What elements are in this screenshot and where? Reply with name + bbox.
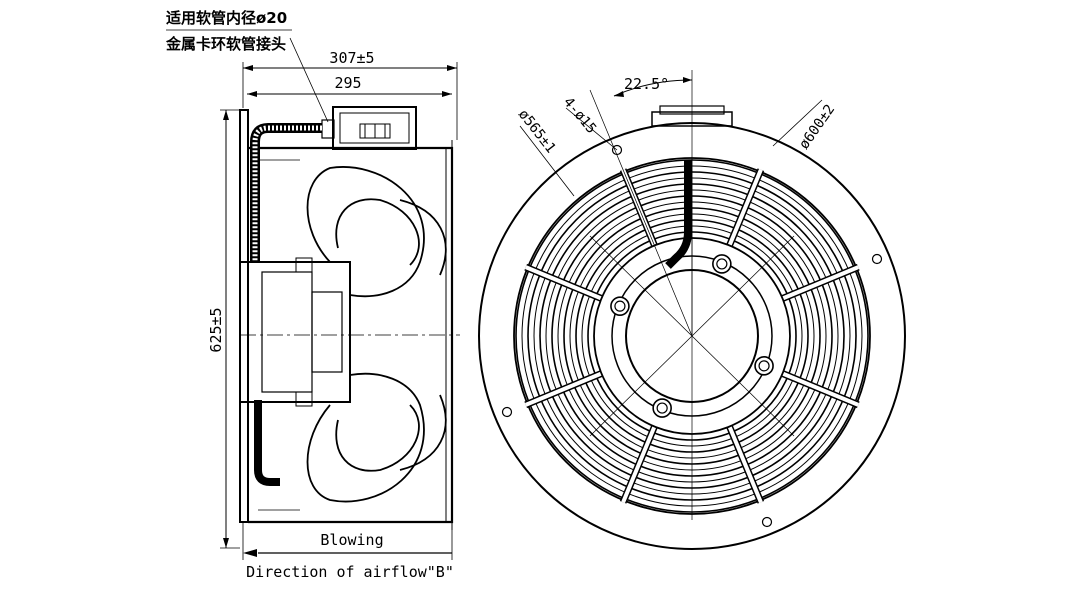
guard-spoke bbox=[727, 168, 763, 247]
label-hole-angle: 22.5° bbox=[624, 75, 669, 93]
leader-holes bbox=[565, 107, 618, 151]
label-overall-width: 307±5 bbox=[329, 49, 374, 67]
guard-spoke bbox=[621, 425, 657, 504]
label-height: 625±5 bbox=[207, 307, 225, 352]
label-airflow-direction: Direction of airflow"B" bbox=[246, 563, 454, 581]
junction-box bbox=[321, 106, 417, 150]
leader-inner-diameter bbox=[519, 125, 575, 197]
guard-spoke bbox=[524, 371, 603, 407]
label-hose-fitting-1: 适用软管内径ø20 bbox=[166, 9, 287, 27]
label-outer-diameter: ø600±2 bbox=[796, 102, 838, 153]
leader-outer-diameter bbox=[772, 99, 823, 147]
angle-indicator bbox=[589, 70, 693, 337]
side-view: 307±5 295 625±5 Blowing Direction of air… bbox=[165, 9, 460, 581]
dimension-height bbox=[220, 109, 240, 549]
label-holes: 4-ø15 bbox=[560, 94, 599, 137]
front-view: 22.5° 4-ø15 ø565±1 ø600±2 bbox=[478, 70, 906, 550]
leader-hose-fitting bbox=[289, 37, 329, 123]
guard-spoke bbox=[781, 371, 860, 407]
fan-blades-side bbox=[306, 166, 447, 503]
side-flange bbox=[239, 109, 249, 523]
label-blowing: Blowing bbox=[320, 531, 383, 549]
hub-bolt bbox=[758, 360, 770, 372]
label-inner-diameter: ø565±1 bbox=[515, 107, 559, 157]
hub-bolts bbox=[610, 254, 774, 418]
flexible-hose bbox=[250, 123, 322, 486]
hub-bolt bbox=[614, 300, 626, 312]
dimension-overall-width bbox=[242, 62, 458, 140]
side-guard-wires bbox=[258, 159, 300, 511]
guard-spoke bbox=[727, 425, 763, 504]
label-hose-fitting-2: 金属卡环软管接头 bbox=[165, 35, 286, 53]
front-cable bbox=[665, 160, 692, 269]
dimension-body-width bbox=[247, 91, 452, 97]
label-body-width: 295 bbox=[334, 74, 361, 92]
guard-spoke bbox=[524, 265, 603, 301]
blowing-arrow bbox=[242, 522, 453, 560]
motor-hub bbox=[239, 257, 460, 407]
guard-spoke bbox=[781, 265, 860, 301]
hub-bolt bbox=[656, 402, 668, 414]
hub-bolt bbox=[716, 258, 728, 270]
